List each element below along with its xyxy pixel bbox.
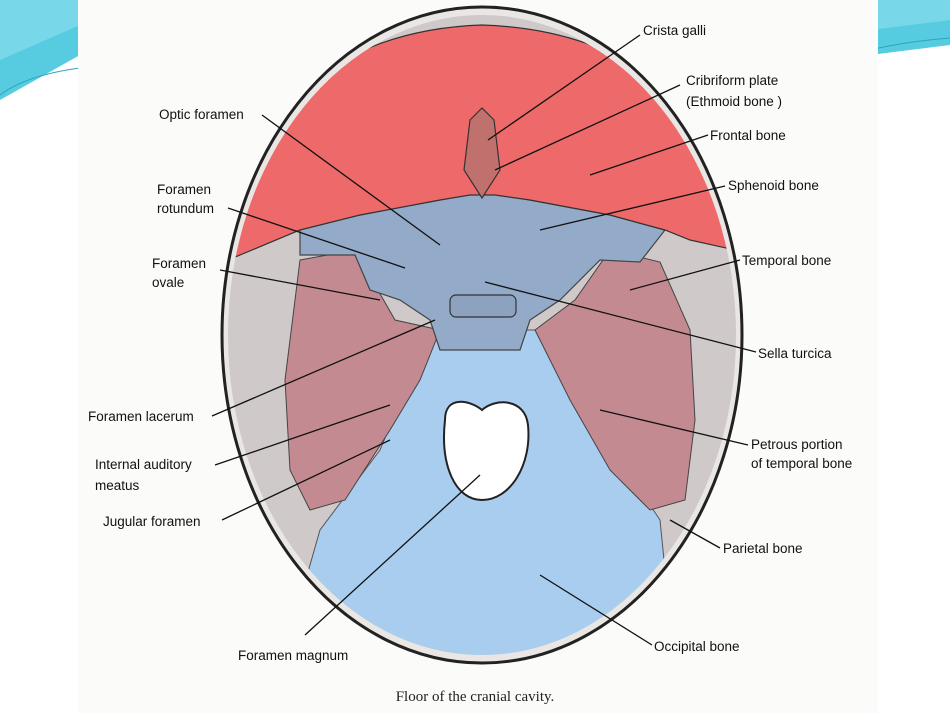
slide-corner-decoration-right	[870, 0, 950, 55]
figure-caption: Floor of the cranial cavity.	[395, 689, 555, 705]
label-frontal-bone: Frontal bone	[710, 128, 786, 143]
leader-auditory	[214, 404, 391, 466]
label-foramen-ovale-2: ovale	[152, 275, 185, 290]
label-foramen-lacerum: Foramen lacerum	[88, 409, 194, 424]
leader-sphenoid	[539, 185, 726, 231]
label-foramen-rotundum-2: rotundum	[157, 201, 215, 216]
label-cribriform-plate: Cribriform plate	[686, 73, 779, 88]
label-foramen-rotundum: Foramen	[157, 182, 212, 197]
sella-turcica	[449, 294, 517, 318]
leader-ovale	[219, 269, 381, 301]
label-internal-auditory-meatus-2: meatus	[95, 478, 140, 493]
label-parietal-bone: Parietal bone	[723, 541, 803, 556]
slide-corner-decoration-left	[0, 0, 80, 100]
label-ethmoid-bone: (Ethmoid bone )	[686, 94, 783, 109]
leader-jugular	[221, 439, 391, 521]
leader-petrous	[599, 409, 749, 446]
label-internal-auditory-meatus: Internal auditory	[95, 457, 192, 472]
label-petrous-portion: Petrous portion	[751, 437, 843, 452]
leader-magnum	[304, 474, 481, 636]
label-foramen-ovale: Foramen	[152, 256, 207, 271]
label-optic-foramen: Optic foramen	[159, 107, 244, 122]
leader-rotundum	[227, 207, 406, 269]
foramen-magnum	[443, 400, 530, 502]
label-sphenoid-bone: Sphenoid bone	[728, 178, 819, 193]
leader-cribriform	[494, 84, 681, 171]
label-jugular-foramen: Jugular foramen	[103, 514, 201, 529]
leader-optic	[261, 114, 441, 246]
leader-sella	[484, 281, 757, 353]
leader-crista-galli	[487, 34, 641, 141]
label-crista-galli: Crista galli	[643, 23, 707, 38]
temporal-bone-right	[534, 249, 696, 511]
leader-occipital	[539, 574, 653, 646]
leader-frontal	[589, 134, 709, 176]
leader-temporal	[629, 259, 741, 291]
label-occipital-bone: Occipital bone	[654, 639, 740, 654]
crista-galli	[463, 107, 501, 200]
label-petrous-portion-2: of temporal bone	[751, 456, 853, 471]
leader-lacerum	[211, 319, 436, 417]
leader-parietal	[669, 519, 721, 549]
label-temporal-bone: Temporal bone	[742, 253, 832, 268]
label-sella-turcica: Sella turcica	[758, 346, 832, 361]
label-foramen-magnum: Foramen magnum	[238, 648, 349, 663]
leader-lines	[211, 34, 757, 646]
